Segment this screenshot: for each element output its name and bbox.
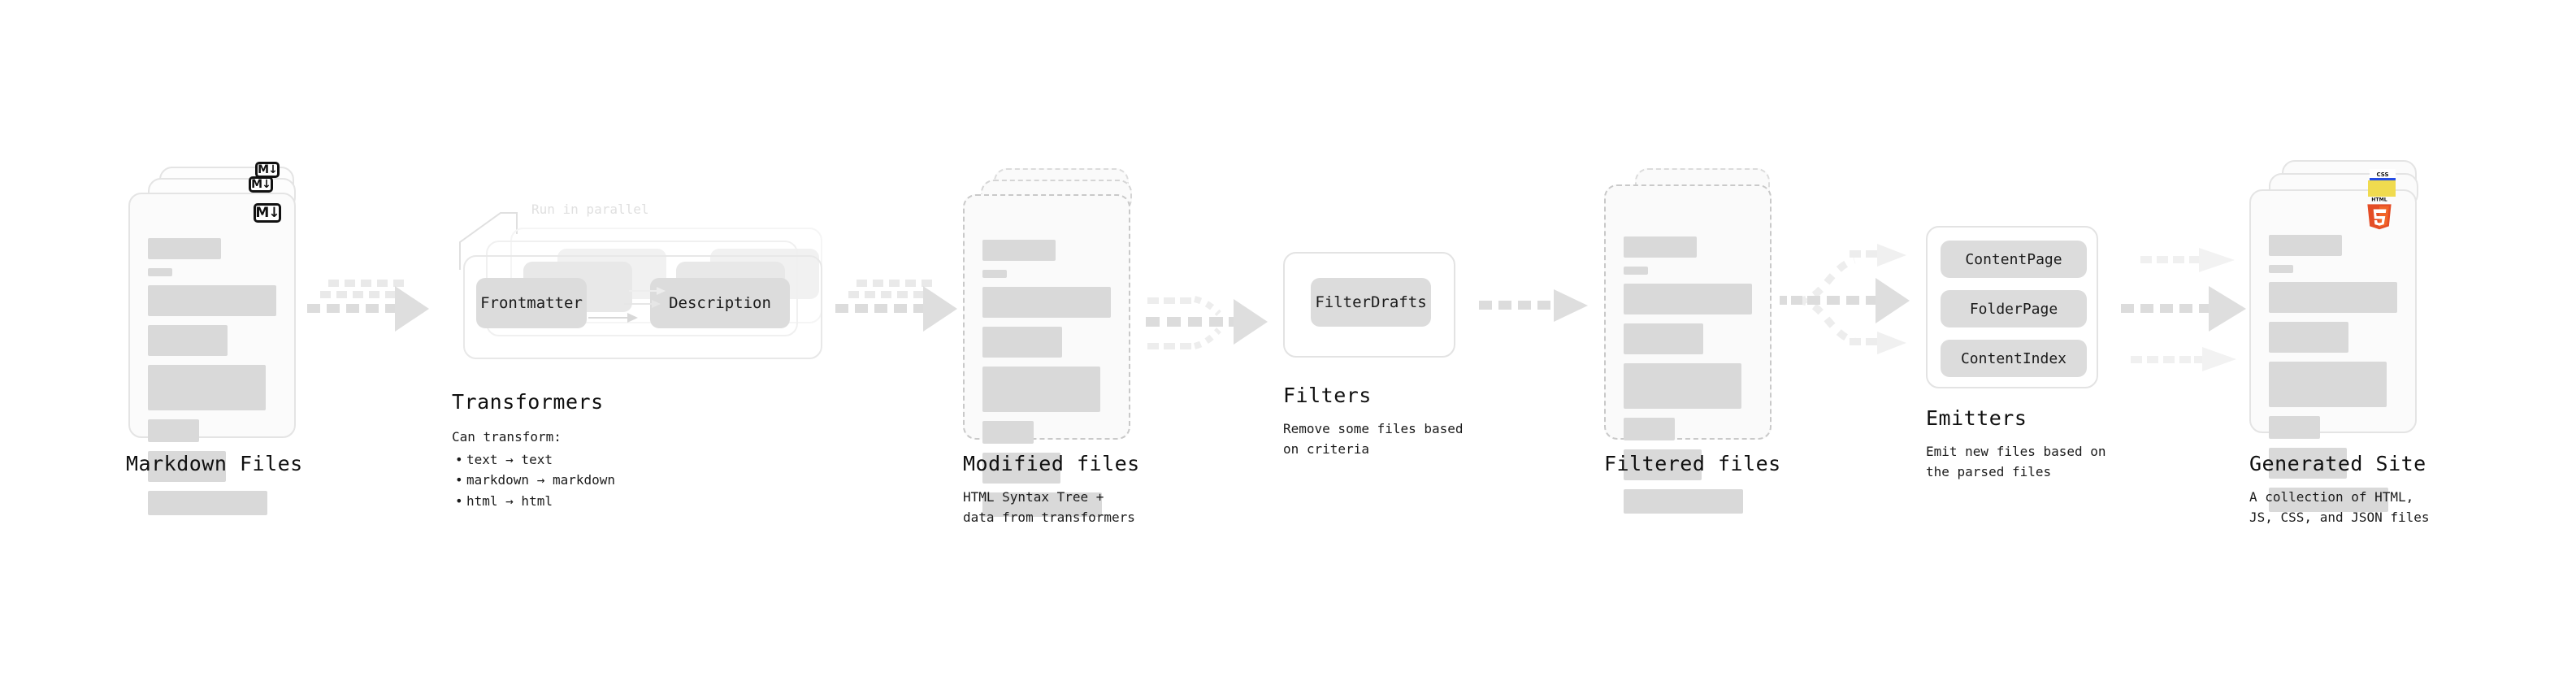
markdown-skeleton [148,238,280,524]
js-icon [2368,180,2396,197]
arrow-transformers-to-modified [835,280,957,332]
modified-card-front [963,194,1130,517]
skeleton-bar [1624,323,1703,354]
skeleton-bar [1624,284,1752,314]
arrow-modified-to-filters [1146,296,1268,349]
skeleton-bar [1624,267,1648,275]
skeleton-bar [982,453,1060,484]
arrow-emitters-to-site [2121,248,2246,371]
skeleton-bar [2269,322,2348,353]
skeleton-bar [982,287,1111,318]
markdown-icon-back: M↓ [255,162,280,178]
skeleton-bar [148,268,172,276]
skeleton-bar [982,327,1062,358]
transformers-caption-lead: Can transform: [452,429,562,445]
skeleton-bar [148,238,221,259]
skeleton-bar [1624,489,1743,514]
markdown-card-front [128,193,296,515]
css-icon: CSS [2370,169,2396,180]
run-in-parallel-note: Run in parallel [531,202,649,217]
html5-icon: HTML [2367,197,2392,230]
transformer-layer-front: Frontmatter Description [463,255,822,359]
filtered-skeleton [1624,236,1755,523]
emitters-label: Emitters [1926,406,2027,430]
site-skeleton [2269,235,2400,521]
skeleton-bar [1624,449,1702,480]
filters-chip-filterdrafts[interactable]: FilterDrafts [1311,278,1431,327]
arrow-filtered-to-emitters [1780,244,1910,354]
skeleton-bar [982,367,1100,412]
filters-group: FilterDrafts [1283,252,1455,358]
emitters-group: ContentPage FolderPage ContentIndex [1926,226,2098,388]
run-in-parallel-bracket [459,212,518,270]
markdown-files-label: Markdown Files [126,452,303,475]
transformer-chip-frontmatter[interactable]: Frontmatter [476,278,587,328]
skeleton-bar [2269,488,2388,512]
skeleton-bar [982,492,1102,517]
filtered-card-front [1604,184,1772,514]
skeleton-bar [148,325,228,356]
arrow-markdown-to-transformers [307,280,429,332]
emitters-caption: Emit new files based on the parsed files [1926,444,2106,479]
svg-text:HTML: HTML [2371,197,2387,202]
skeleton-bar [2269,235,2342,256]
generated-site-label: Generated Site [2249,452,2426,475]
modified-files-caption: HTML Syntax Tree + data from transformer… [963,489,1135,525]
transformers-caption: Can transform: text → text markdown → ma… [452,427,615,511]
skeleton-bar [148,365,266,410]
transformers-caption-list: text → text markdown → markdown html → h… [452,449,615,512]
skeleton-bar [982,421,1034,444]
site-card-front [2249,189,2417,512]
skeleton-bar [1624,236,1697,258]
emitters-chip-contentpage[interactable]: ContentPage [1941,241,2087,278]
markdown-icon-front: M↓ [254,203,281,223]
generated-site-caption: A collection of HTML, JS, CSS, and JSON … [2249,489,2430,525]
filters-label: Filters [1283,384,1372,407]
skeleton-bar [2269,282,2397,313]
skeleton-bar [1624,363,1741,409]
arrow-filters-to-filtered [1479,289,1588,322]
skeleton-bar [2269,265,2293,273]
modified-files-label: Modified files [963,452,1140,475]
transformers-label: Transformers [452,390,604,414]
transformer-inner-arrows [588,287,666,323]
skeleton-bar [148,419,199,442]
skeleton-bar [1624,418,1675,440]
filters-caption: Remove some files based on criteria [1283,421,1464,457]
skeleton-bar [982,270,1007,278]
emitters-chip-contentindex[interactable]: ContentIndex [1941,340,2087,377]
transformers-caption-item-2: html → html [455,491,615,512]
transformers-caption-item-0: text → text [455,449,615,471]
skeleton-bar [982,240,1056,261]
modified-skeleton [982,240,1114,526]
filtered-files-label: Filtered files [1604,452,1781,475]
transformer-chip-description[interactable]: Description [650,278,790,328]
skeleton-bar [148,491,267,515]
markdown-icon-mid: M↓ [249,176,273,193]
skeleton-bar [2269,362,2387,407]
emitters-chip-folderpage[interactable]: FolderPage [1941,290,2087,327]
skeleton-bar [148,285,276,316]
skeleton-bar [2269,416,2320,439]
skeleton-bar [148,451,226,482]
transformers-caption-item-1: markdown → markdown [455,470,615,491]
skeleton-bar [2269,448,2347,479]
